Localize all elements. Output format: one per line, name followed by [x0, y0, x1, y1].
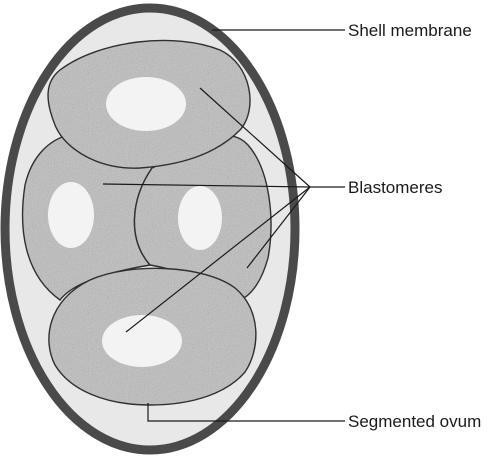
nucleus-top: [106, 77, 186, 131]
blastomeres-label: Blastomeres: [348, 178, 442, 197]
shell-membrane-label: Shell membrane: [348, 21, 472, 40]
blastomeres-leaders: [102, 87, 345, 333]
segmented-ovum-leader: [147, 403, 345, 422]
nucleus-middle-right: [178, 186, 222, 250]
segmented-ovum-label: Segmented ovum: [348, 412, 481, 431]
nucleus-bottom: [102, 315, 182, 367]
nucleus-middle-left: [48, 182, 94, 248]
